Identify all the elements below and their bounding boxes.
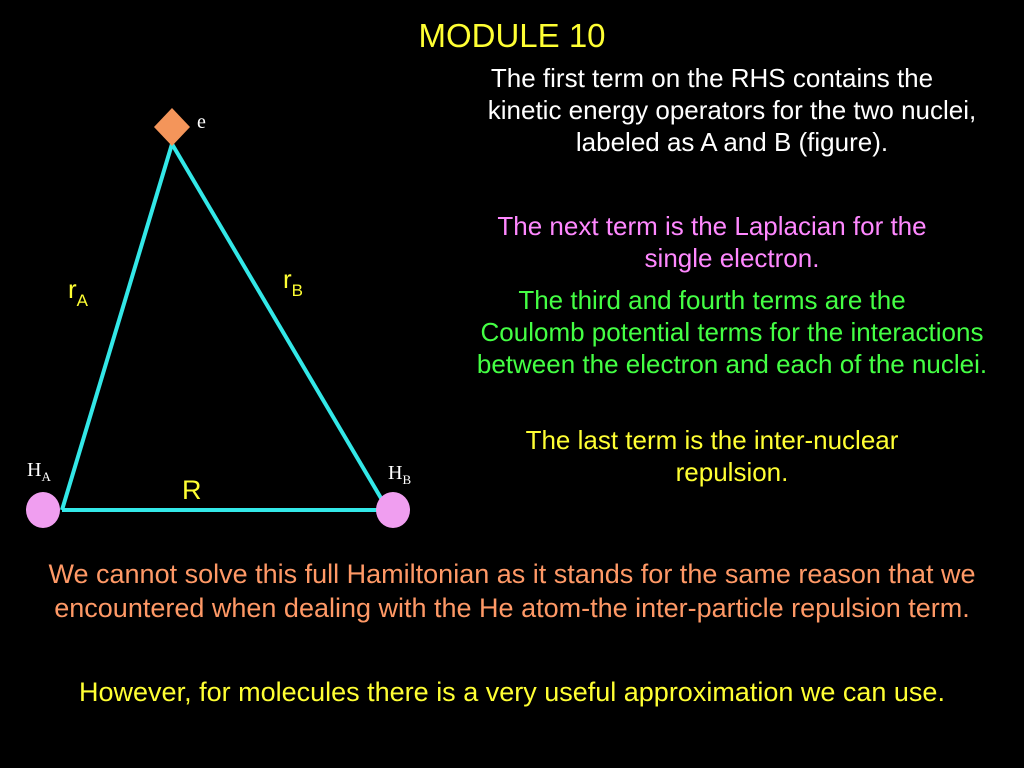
electron-label: e (197, 111, 206, 133)
slide-title: MODULE 10 (418, 17, 606, 54)
paragraph-continuation: repulsion. (675, 457, 789, 487)
nucleus-a-marker (26, 492, 60, 528)
paragraph-continuation: Coulomb potential terms for the interact… (476, 317, 988, 379)
paragraph-hamiltonian: We cannot solve this full Hamiltonian as… (48, 559, 976, 623)
ra-label: rA (68, 274, 89, 310)
hb-label: HB (388, 462, 411, 487)
h2-plus-triangle-diagram: e rA rB R HA HB (26, 108, 411, 528)
paragraph-kinetic-energy: The first term on the RHS contains the k… (420, 62, 1004, 158)
hb-label-sub: B (402, 472, 411, 487)
paragraph-laplacian: The next term is the Laplacian for the s… (420, 210, 1004, 274)
paragraph-first-line: The first term on the RHS contains the (490, 63, 934, 93)
ra-edge (60, 143, 174, 511)
paragraph-coulomb: The third and fourth terms are the Coulo… (420, 284, 1004, 380)
paragraph-continuation: kinetic energy operators for the two nuc… (487, 95, 977, 157)
ha-label-base: H (27, 459, 41, 481)
ra-label-sub: A (77, 291, 89, 310)
paragraph-first-line: The next term is the Laplacian for the (497, 211, 927, 241)
paragraph-internuclear: The last term is the inter-nuclear repul… (420, 424, 1004, 488)
hb-label-base: H (388, 462, 402, 484)
r-label: R (182, 475, 202, 505)
ra-label-base: r (68, 274, 77, 304)
rb-edge (170, 142, 390, 512)
rb-label: rB (283, 264, 303, 300)
paragraph-first-line: The last term is the inter-nuclear (525, 425, 899, 455)
electron-marker (154, 108, 190, 146)
ha-label-sub: A (41, 469, 51, 484)
paragraph-approximation: However, for molecules there is a very u… (79, 677, 945, 707)
rb-label-sub: B (292, 281, 303, 300)
nucleus-b-marker (376, 492, 410, 528)
paragraph-continuation: single electron. (644, 243, 820, 273)
ha-label: HA (27, 459, 51, 484)
paragraph-first-line: The third and fourth terms are the (518, 285, 906, 315)
rb-label-base: r (283, 264, 292, 294)
